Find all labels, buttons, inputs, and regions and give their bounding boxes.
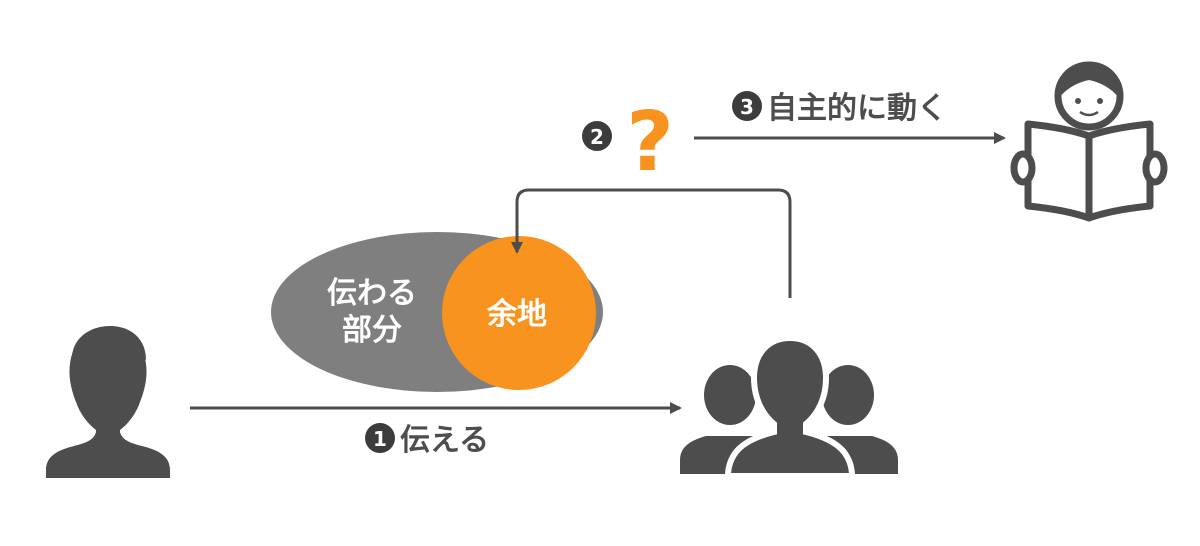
group-icon <box>680 334 898 479</box>
step3-badge <box>732 91 762 121</box>
step3-label: 3 自主的に動く <box>732 91 947 126</box>
question-mark: ? <box>626 95 674 190</box>
step3-number: 3 <box>740 95 754 119</box>
step1-label: 1 伝える <box>365 423 489 458</box>
step2-number: 2 <box>590 125 604 149</box>
person-icon <box>46 326 170 478</box>
step1-badge <box>365 423 395 453</box>
step1-text: 伝える <box>400 423 489 458</box>
reader-face <box>1075 98 1103 117</box>
reading-person-icon <box>1010 61 1168 222</box>
ellipse-label-line2: 部分 <box>342 313 402 348</box>
ellipse-label-line1: 伝わる <box>327 276 417 311</box>
step2-label: 2 ? <box>582 95 674 190</box>
room-label: 余地 <box>486 297 547 332</box>
step3-text: 自主的に動く <box>767 91 947 126</box>
step2-badge <box>582 121 612 151</box>
step1-number: 1 <box>373 427 387 451</box>
arrow-feedback <box>511 188 792 298</box>
message-ellipse: 伝わる 部分 余地 <box>271 232 603 392</box>
room-circle <box>442 236 596 390</box>
